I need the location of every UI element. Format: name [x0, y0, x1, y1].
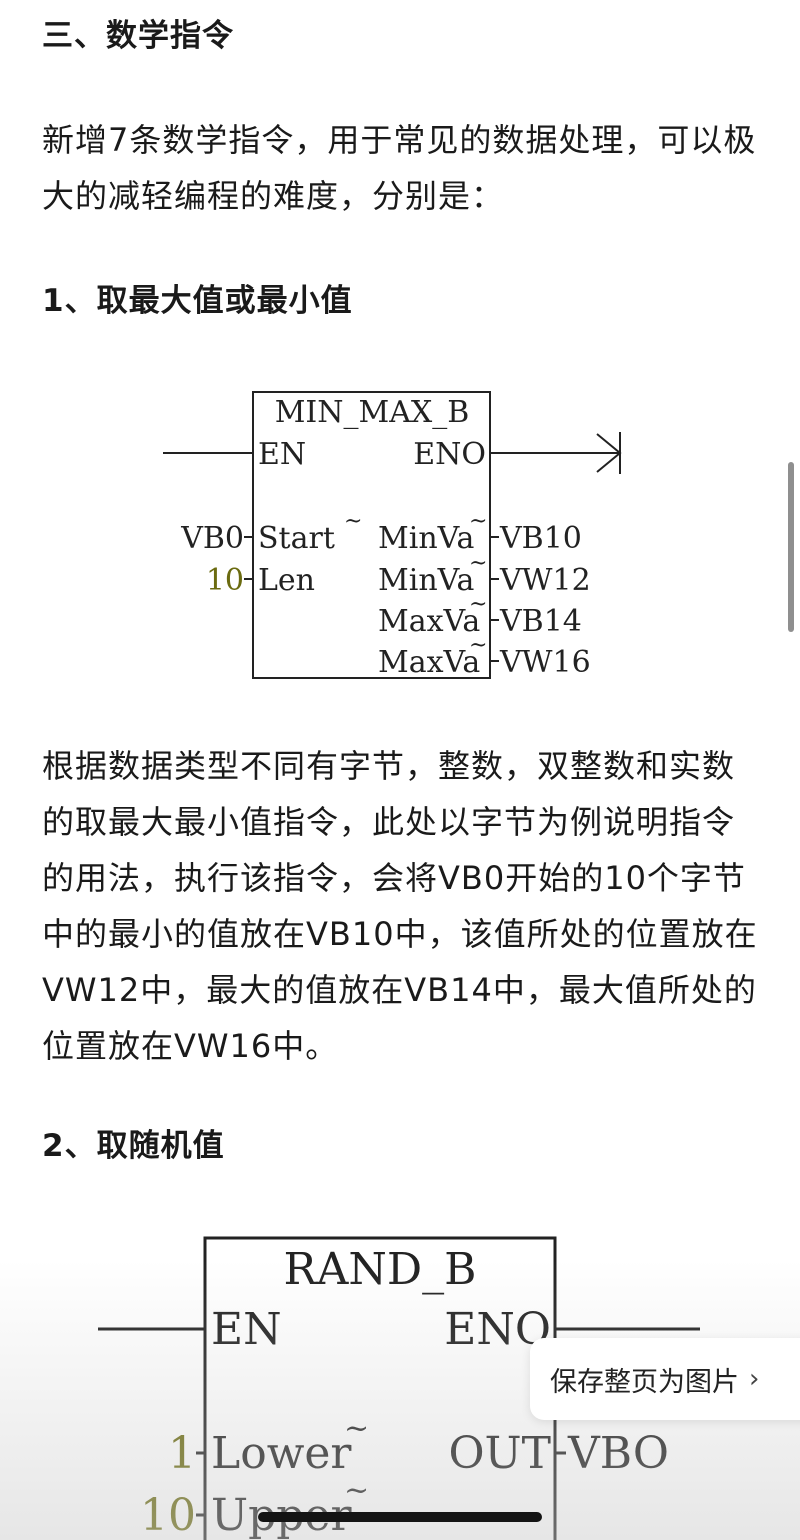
item-2-title: 2、取随机值 — [42, 1128, 225, 1164]
svg-text:~: ~ — [344, 509, 362, 534]
output-pin-maxva-2: MaxVa — [378, 645, 480, 680]
input-pin-start: Start — [258, 521, 335, 556]
output-operand-vb10: VB10 — [499, 521, 582, 556]
section-title: 三、数学指令 — [42, 18, 234, 54]
min-max-b-diagram: MIN_MAX_B EN ENO VB0 Start ~ 10 Len MinV… — [163, 391, 622, 680]
input-operand-1: 1 — [168, 1428, 196, 1479]
svg-text:~: ~ — [469, 551, 487, 576]
item-1-title: 1、取最大值或最小值 — [42, 283, 353, 319]
svg-text:~: ~ — [469, 509, 487, 534]
input-operand-10: 10 — [140, 1490, 196, 1540]
chevron-right-icon: › — [749, 1364, 760, 1394]
output-operand-vw12: VW12 — [499, 563, 591, 598]
save-page-as-image-button[interactable]: 保存整页为图片 › — [530, 1338, 800, 1420]
paragraph-1: 根据数据类型不同有字节，整数，双整数和实数的取最大最小值指令，此处以字节为例说明… — [42, 747, 758, 1065]
svg-text:~: ~ — [344, 1411, 369, 1446]
home-indicator[interactable] — [258, 1512, 542, 1522]
output-pin-minva-1: MinVa — [378, 521, 475, 556]
input-operand-10: 10 — [206, 563, 244, 598]
output-operand-vw16: VW16 — [499, 645, 591, 680]
input-pin-len: Len — [258, 563, 315, 598]
input-pin-lower: Lower — [211, 1428, 352, 1479]
save-button-label: 保存整页为图片 — [550, 1366, 739, 1398]
output-operand-vb14: VB14 — [499, 604, 582, 639]
input-operand-vb0: VB0 — [180, 521, 244, 556]
output-pin-minva-2: MinVa — [378, 563, 475, 598]
eno-label: ENO — [413, 437, 486, 472]
intro-paragraph: 新增7条数学指令，用于常见的数据处理，可以极大的减轻编程的难度，分别是： — [42, 121, 757, 215]
svg-text:~: ~ — [469, 633, 487, 658]
block-title: RAND_B — [283, 1244, 476, 1295]
en-label: EN — [211, 1304, 282, 1355]
en-label: EN — [258, 437, 306, 472]
svg-text:~: ~ — [469, 592, 487, 617]
scrollbar[interactable] — [788, 462, 794, 632]
min-max-b-block — [252, 391, 491, 679]
output-pin-maxva-1: MaxVa — [378, 604, 480, 639]
output-pin-out: OUT — [448, 1428, 551, 1479]
output-operand-vbo: VBO — [567, 1428, 669, 1479]
svg-text:~: ~ — [344, 1473, 369, 1508]
block-title: MIN_MAX_B — [275, 395, 470, 430]
